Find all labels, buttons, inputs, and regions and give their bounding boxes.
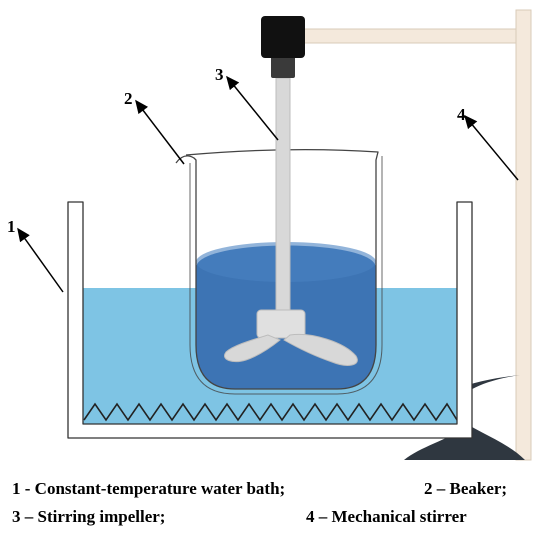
caption-item-1: 1 - Constant-temperature water bath; — [12, 479, 286, 498]
impeller-shaft — [275, 77, 291, 324]
impeller-blade-left — [224, 334, 281, 363]
beaker-inner-wall — [189, 156, 383, 395]
stand-horizontal-arm — [299, 28, 527, 44]
impeller-hub — [256, 309, 306, 339]
impeller-blade-right — [283, 333, 358, 366]
label-4: 4 — [457, 105, 466, 124]
caption-item-4: 4 – Mechanical stirrer — [306, 507, 467, 526]
caption-item-3: 3 – Stirring impeller; — [12, 507, 166, 526]
label-2: 2 — [124, 89, 133, 108]
arrow-1 — [17, 227, 64, 293]
motor-coupling — [271, 56, 295, 78]
arrow-3 — [226, 75, 279, 141]
stirring-impeller — [224, 16, 358, 366]
caption-item-2: 2 – Beaker; — [424, 479, 508, 498]
label-1: 1 — [7, 217, 16, 236]
arrow-4 — [464, 114, 519, 181]
stand-vertical-pole — [515, 9, 532, 461]
callout-arrows — [17, 75, 519, 293]
stirrer-motor — [261, 16, 305, 58]
arrow-2 — [135, 99, 185, 165]
beaker-glass — [175, 148, 379, 390]
bath-walls — [67, 201, 473, 439]
heating-element-zigzag — [83, 402, 458, 422]
label-3: 3 — [215, 65, 224, 84]
